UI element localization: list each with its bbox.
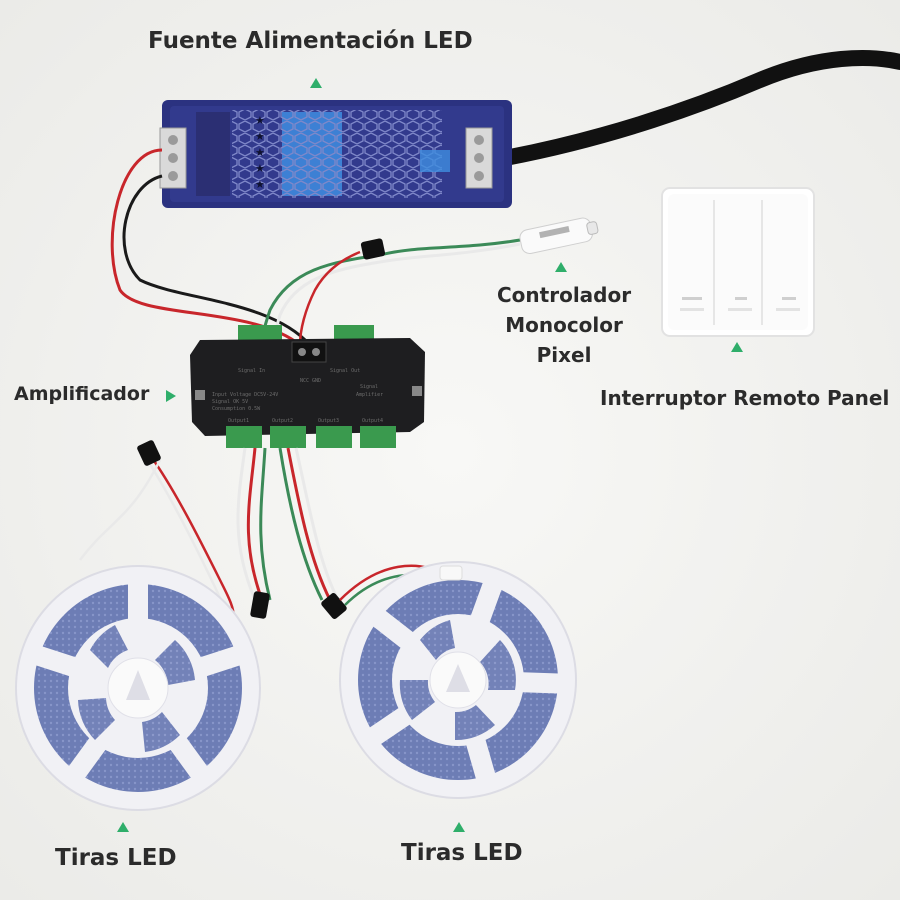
svg-text:Signal OK 5V: Signal OK 5V bbox=[212, 399, 248, 405]
pixel-controller bbox=[519, 217, 599, 255]
svg-text:Signal Out: Signal Out bbox=[330, 368, 360, 374]
wire-black-psu bbox=[122, 174, 312, 346]
wire-out-left-green bbox=[259, 447, 272, 601]
svg-text:NCC GND: NCC GND bbox=[300, 378, 321, 384]
svg-text:Signal In: Signal In bbox=[238, 368, 265, 374]
led-strip-reel-right bbox=[339, 561, 577, 799]
svg-text:Amplifier: Amplifier bbox=[356, 392, 383, 398]
mains-cable bbox=[497, 50, 900, 166]
svg-text:Output3: Output3 bbox=[318, 418, 339, 424]
switch-led-1 bbox=[680, 308, 704, 311]
arrow-controller bbox=[555, 262, 567, 272]
signal-amplifier: Signal In Signal Out NCC GND Signal Ampl… bbox=[190, 325, 425, 448]
arrow-remote-switch bbox=[731, 342, 743, 352]
label-controller-line3: Pixel bbox=[536, 343, 592, 367]
arrow-amplifier bbox=[166, 390, 176, 402]
label-controller-line1: Controlador bbox=[497, 283, 632, 307]
arrow-power-supply bbox=[310, 78, 322, 88]
svg-text:Output1: Output1 bbox=[228, 418, 249, 424]
wire-out-left-white bbox=[236, 447, 257, 601]
svg-text:★: ★ bbox=[255, 162, 265, 175]
svg-text:★: ★ bbox=[255, 130, 265, 143]
label-amplifier: Amplificador bbox=[14, 383, 150, 405]
svg-text:Output2: Output2 bbox=[272, 418, 293, 424]
svg-text:Signal: Signal bbox=[360, 384, 378, 390]
label-remote-switch: Interruptor Remoto Panel bbox=[600, 386, 890, 410]
svg-text:Consumption 0.5W: Consumption 0.5W bbox=[212, 406, 261, 412]
wire-controller-green bbox=[260, 238, 521, 346]
svg-text:★: ★ bbox=[255, 178, 265, 191]
svg-text:Output4: Output4 bbox=[362, 418, 383, 424]
svg-text:Input Voltage DC5V-24V: Input Voltage DC5V-24V bbox=[212, 392, 278, 398]
remote-switch-panel bbox=[661, 187, 815, 337]
label-power-supply: Fuente Alimentación LED bbox=[148, 28, 473, 54]
label-strip-right: Tiras LED bbox=[401, 840, 523, 866]
arrow-strip-right bbox=[453, 822, 465, 832]
label-strip-left: Tiras LED bbox=[55, 845, 177, 871]
svg-text:★: ★ bbox=[255, 146, 265, 159]
label-controller-line2: Monocolor bbox=[505, 313, 623, 337]
wire-out-right-red bbox=[286, 447, 332, 601]
controller-connector bbox=[360, 238, 386, 260]
switch-led-3 bbox=[776, 308, 800, 311]
label-controller: Controlador Monocolor Pixel bbox=[497, 280, 631, 370]
power-supply-unit: ★ ★ ★ ★ ★ bbox=[159, 100, 512, 208]
wire-out-left-red bbox=[246, 447, 264, 601]
wire-red-psu bbox=[110, 148, 301, 347]
wire-out-right-white bbox=[294, 447, 340, 601]
led-strip-reel-left bbox=[15, 565, 261, 811]
svg-text:★: ★ bbox=[255, 114, 265, 127]
switch-led-2 bbox=[728, 308, 752, 311]
arrow-strip-left bbox=[117, 822, 129, 832]
wire-out-right-green bbox=[278, 447, 324, 601]
